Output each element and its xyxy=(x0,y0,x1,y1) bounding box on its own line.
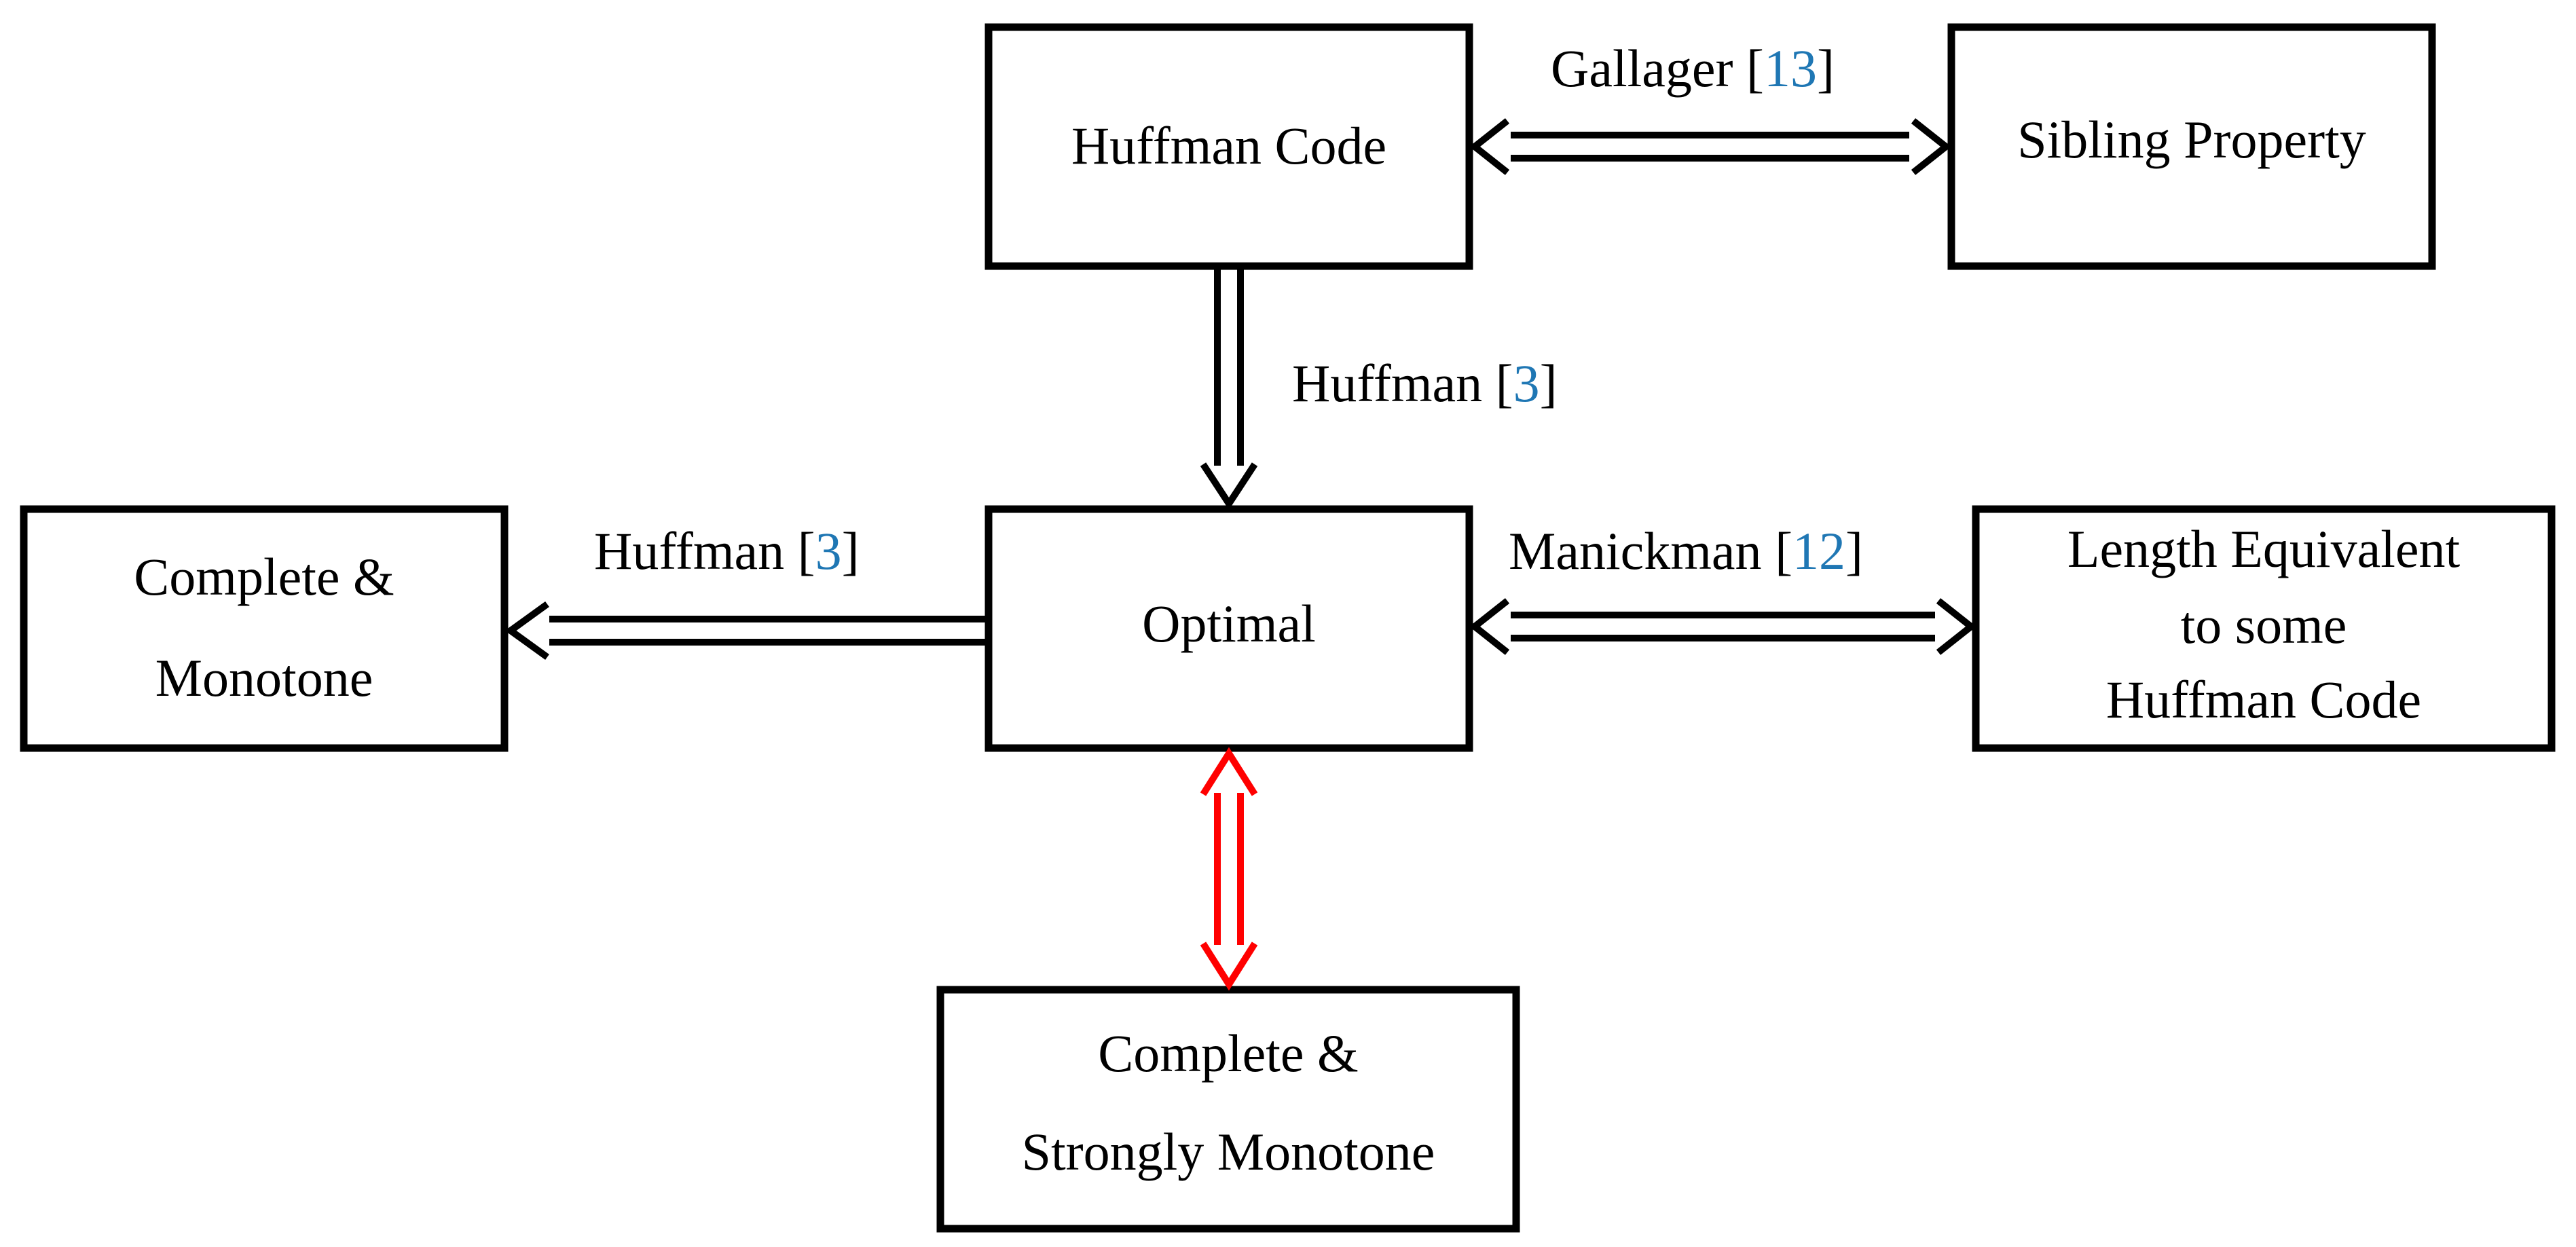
arrowhead-right xyxy=(1936,598,1977,655)
node-sibling-property-label: Sibling Property xyxy=(2017,110,2366,169)
node-length-equivalent-line-1: Length Equivalent xyxy=(2067,519,2461,578)
node-sibling-property: Sibling Property xyxy=(1947,23,2436,270)
arrowhead-left xyxy=(1469,118,1510,175)
citation-3[interactable]: 3 xyxy=(815,521,842,580)
arrowhead-down xyxy=(1200,462,1258,510)
node-sibling-property-box xyxy=(1947,23,2436,270)
label-manickman: Manickman [12] xyxy=(1509,521,1863,580)
citation-12[interactable]: 12 xyxy=(1792,521,1845,580)
node-optimal: Optimal xyxy=(985,505,1473,752)
node-complete-strongly-monotone-line-1: Complete & xyxy=(1098,1024,1358,1083)
node-optimal-label: Optimal xyxy=(1142,594,1316,653)
citation-3[interactable]: 3 xyxy=(1513,354,1540,413)
arrowhead-left xyxy=(1469,598,1510,655)
node-length-equivalent-box xyxy=(1972,505,2556,752)
arrow-strongly-monotone-bidirectional xyxy=(1200,747,1258,991)
arrow-huffman-down xyxy=(1200,268,1258,510)
citation-13[interactable]: 13 xyxy=(1764,39,1817,98)
label-gallager: Gallager [13] xyxy=(1551,39,1835,98)
node-complete-monotone-box xyxy=(20,505,509,752)
node-length-equivalent-line-2: to some xyxy=(2181,595,2347,654)
node-complete-monotone-line-2: Monotone xyxy=(155,648,373,707)
label-huffman-down: Huffman [3] xyxy=(1292,354,1558,413)
arrowhead-left xyxy=(504,601,549,660)
arrow-gallager-bidirectional xyxy=(1469,118,1952,175)
node-huffman-code: Huffman Code xyxy=(985,23,1473,270)
node-complete-strongly-monotone: Complete & Strongly Monotone xyxy=(936,986,1520,1233)
node-length-equivalent: Length Equivalent to some Huffman Code xyxy=(1972,505,2556,752)
node-complete-monotone: Complete & Monotone xyxy=(20,505,509,752)
node-huffman-code-label: Huffman Code xyxy=(1071,116,1386,175)
arrowhead-right xyxy=(1911,118,1952,175)
arrow-manickman-bidirectional xyxy=(1469,598,1977,655)
node-complete-strongly-monotone-line-2: Strongly Monotone xyxy=(1022,1122,1435,1181)
arrow-huffman-left xyxy=(504,601,986,660)
node-complete-monotone-line-1: Complete & xyxy=(134,547,394,606)
node-complete-strongly-monotone-box xyxy=(936,986,1520,1233)
node-length-equivalent-line-3: Huffman Code xyxy=(2106,670,2421,729)
node-huffman-code-box xyxy=(985,23,1473,270)
label-huffman-left: Huffman [3] xyxy=(594,521,860,580)
arrowhead-down xyxy=(1200,942,1258,991)
arrowhead-up xyxy=(1200,747,1258,796)
